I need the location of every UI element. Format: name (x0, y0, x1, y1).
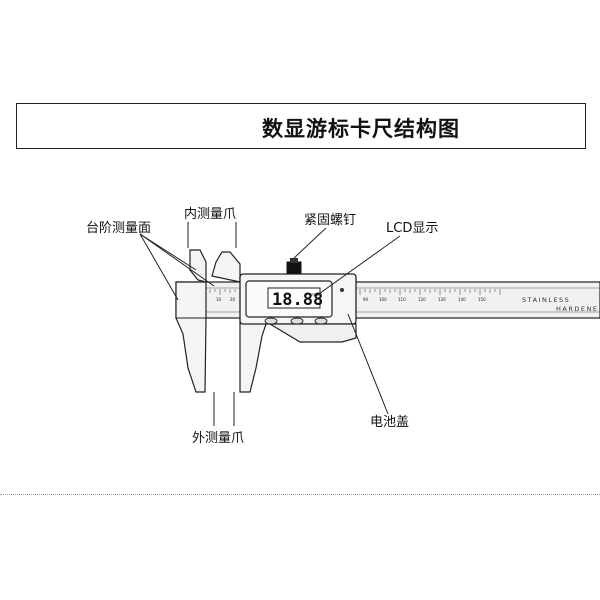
scale-mark-20: 20 (230, 297, 236, 302)
lock-screw (286, 261, 302, 274)
label-outer-jaw: 外测量爪 (192, 431, 244, 446)
label-lcd: LCD显示 (386, 221, 438, 236)
label-step-face: 台阶测量面 (86, 221, 151, 236)
label-battery-cover: 电池盖 (370, 415, 409, 430)
sliding-jaw (211, 251, 269, 393)
scale-mark-10: 10 (216, 297, 222, 302)
lcd-button-3 (314, 317, 328, 325)
scale-mark-110: 110 (398, 297, 406, 302)
scale-mark-140: 140 (458, 297, 466, 302)
lcd-reading: 18.88 (272, 290, 323, 310)
label-lock-screw: 紧固螺钉 (304, 213, 356, 228)
scale-mark-100: 100 (379, 297, 387, 302)
label-inner-jaw: 内测量爪 (184, 206, 236, 222)
lcd-button-1 (264, 317, 278, 325)
leader-lines (139, 222, 401, 426)
brand-text-hardened: HARDENE (556, 305, 598, 313)
scale-mark-130: 130 (438, 297, 446, 302)
battery-cover (267, 323, 357, 343)
lcd-unit: mm (311, 292, 319, 297)
scale-mark-90: 90 (363, 297, 369, 302)
scale-mark-120: 120 (418, 297, 426, 302)
scale-mark-150: 150 (478, 297, 486, 302)
fixed-jaw (175, 249, 207, 393)
dotted-divider (0, 494, 600, 495)
title-box (16, 103, 586, 149)
page-title: 数显游标卡尺结构图 (262, 117, 460, 141)
brand-text-stainless: STAINLESS (522, 296, 570, 304)
lcd-button-2 (290, 317, 304, 325)
lcd-window (267, 287, 321, 309)
